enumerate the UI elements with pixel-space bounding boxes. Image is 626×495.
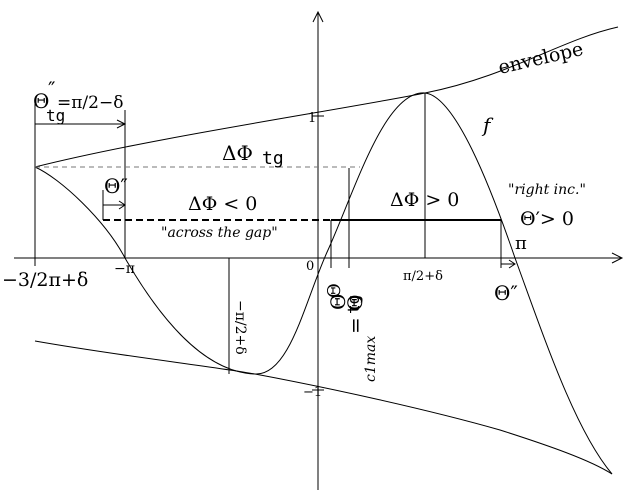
tick-minus-pi-label: −π [114,261,135,277]
f-label: f [481,113,494,137]
theta-tg-pp-primes: ″ [48,77,55,101]
delta-phi-tg-subscript: tg [262,148,284,169]
tick-pi2-delta-label: π/2+δ [403,269,443,284]
theta-tg-pp-subscript: tg [46,106,65,125]
y-tick-label-1: 1 [308,111,316,126]
delta-phi-negative-label: ΔΦ < 0 [188,193,257,215]
theta-p-c1max-subscript2: c1max [363,336,379,382]
theta-pp-right-label: Θ″ [494,281,518,305]
theta-p-rotated-label: Θ tg = Θ c1max [326,294,379,382]
theta-pp-left-arrowhead [118,200,126,210]
arrows [35,119,516,269]
theta-tg-pp-value: =π/2−δ [57,93,123,113]
delta-phi-positive-label: ΔΦ > 0 [390,189,459,211]
origin-label: 0 [306,259,314,274]
lower-envelope-curve [34,340,613,475]
theta-tg-pp-symbol: Θ [33,89,49,113]
across-the-gap-label: "across the gap" [161,225,278,241]
axes [14,10,624,490]
theta-pp-left-label: Θ″ [104,174,128,198]
theta-p-c1max-subscript: tg [344,295,363,314]
y-axis-arrow [312,10,324,23]
theta-p-c1max-rest: = Θ [343,294,367,334]
y-tick-label-minus-1: −1 [303,385,322,400]
envelope-label: envelope [496,38,585,79]
theta-p-small-label: Θ [324,283,345,298]
theta-p-positive-label: Θ′> 0 [520,208,574,230]
theta-tg-pp-arrowhead [116,119,127,129]
x-axis-arrow [611,252,624,264]
left-end-label: −3/2π+δ [2,269,88,291]
theta-pp-right-arrowhead [508,259,516,269]
tick-pi-label: π [515,233,527,254]
upper-envelope-curve [34,26,619,168]
vertical-markers [34,93,502,374]
tick-minus-pi2-delta-label: −π/2+δ [232,300,248,355]
right-inc-label: "right inc." [508,182,586,198]
delta-phi-tg-symbol: ΔΦ [222,141,253,165]
theta-p-c1max-symbol: Θ [326,294,350,310]
function-f-curve [34,92,613,475]
